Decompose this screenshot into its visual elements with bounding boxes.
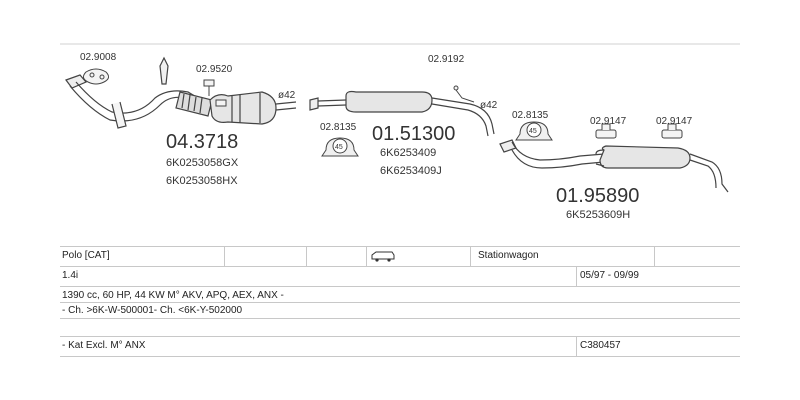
reference-code: C380457 xyxy=(580,340,621,351)
middle-silencer xyxy=(309,90,495,137)
part-code: 02.9147 xyxy=(656,116,693,127)
part-code: 02.9147 xyxy=(590,116,627,127)
part-code: 02.8135 xyxy=(512,110,549,121)
car-icon xyxy=(370,250,396,266)
clamp-size: 45 xyxy=(529,128,537,135)
pipe-diameter: ø42 xyxy=(278,90,296,101)
gasket-icon xyxy=(82,68,110,85)
rubber-hanger-icon xyxy=(595,123,617,139)
part-code: 02.9192 xyxy=(428,54,465,65)
part-code: 02.9008 xyxy=(80,52,117,63)
pipe-diameter: ø42 xyxy=(480,100,498,111)
part-number: 04.3718 xyxy=(166,131,238,153)
model-name: Polo [CAT] xyxy=(62,250,110,261)
bolt-icon xyxy=(203,79,227,107)
chassis-range: - Ch. >6K-W-500001- Ch. <6K-Y-502000 xyxy=(62,305,243,316)
oem-number: 6K6253409J xyxy=(380,165,442,177)
clamp-size: 45 xyxy=(335,144,343,151)
body-type: Stationwagon xyxy=(478,250,539,261)
clamp-icon xyxy=(515,121,553,141)
station-wagon-icon xyxy=(371,251,395,262)
production-years: 05/97 - 09/99 xyxy=(580,270,639,281)
oem-number: 6K6253409 xyxy=(380,147,436,159)
engine: 1.4i xyxy=(62,270,79,281)
rear-silencer xyxy=(499,139,729,193)
oem-number: 6K0253058GX xyxy=(166,157,239,169)
engine-spec: 1390 cc, 60 HP, 44 KW M° AKV, APQ, AEX, … xyxy=(62,290,284,301)
oem-number: 6K0253058HX xyxy=(166,175,238,187)
part-number: 01.95890 xyxy=(556,185,639,207)
clamp-icon xyxy=(321,137,359,157)
rubber-hanger-icon xyxy=(661,123,683,139)
note: - Kat Excl. M° ANX xyxy=(62,340,146,351)
part-number: 01.51300 xyxy=(372,123,455,145)
hanger-icon xyxy=(453,85,475,103)
oem-number: 6K5253609H xyxy=(566,209,630,221)
part-code: 02.8135 xyxy=(320,122,357,133)
front-pipe xyxy=(65,56,297,129)
part-code: 02.9520 xyxy=(196,64,233,75)
